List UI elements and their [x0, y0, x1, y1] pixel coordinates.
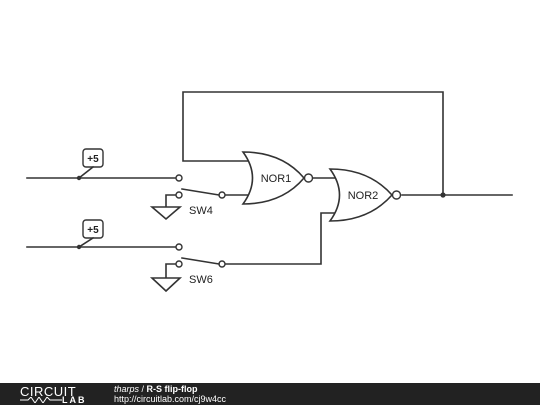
- source-top-label: +5: [87, 154, 99, 165]
- resistor-icon: [20, 397, 62, 403]
- footer-bar: CIRCUIT LAB tharps / R-S flip-flop http:…: [0, 383, 540, 405]
- logo-text-lab: LAB: [62, 395, 87, 405]
- circuit-title: R-S flip-flop: [146, 384, 198, 394]
- footer-info: tharps / R-S flip-flop http://circuitlab…: [114, 384, 226, 404]
- nor1-gate[interactable]: NOR1: [241, 151, 314, 205]
- author-name[interactable]: tharps: [114, 384, 140, 394]
- nor1-label: NOR1: [261, 173, 292, 185]
- junction-dot: [440, 192, 446, 198]
- schematic-canvas: NOR1 NOR2 +5 +5 SW4 SW6: [26, 91, 513, 293]
- nor2-label: NOR2: [348, 190, 379, 202]
- title-separator: /: [139, 384, 147, 394]
- source-bottom-label: +5: [87, 225, 99, 236]
- sw6-output-wire: [224, 212, 337, 265]
- sw4-ground-wire: [165, 194, 177, 208]
- sw6-label: SW6: [189, 274, 213, 286]
- feedback-wire: [182, 91, 444, 196]
- circuitlab-logo[interactable]: CIRCUIT LAB: [20, 384, 100, 405]
- ground-icon: [149, 277, 183, 293]
- circuit-url[interactable]: http://circuitlab.com/cj9w4cc: [114, 394, 227, 404]
- source-bottom[interactable]: +5: [76, 219, 104, 250]
- nor2-gate[interactable]: NOR2: [328, 168, 402, 222]
- sw6-ground-wire: [165, 263, 177, 279]
- logo-text-circuit: CIRCUIT: [20, 384, 77, 399]
- sw6-switch[interactable]: SW6: [175, 243, 226, 286]
- sw4-switch[interactable]: SW4: [175, 174, 226, 217]
- sw4-label: SW4: [189, 205, 213, 217]
- ground-icon: [149, 206, 183, 221]
- source-top[interactable]: +5: [76, 148, 104, 181]
